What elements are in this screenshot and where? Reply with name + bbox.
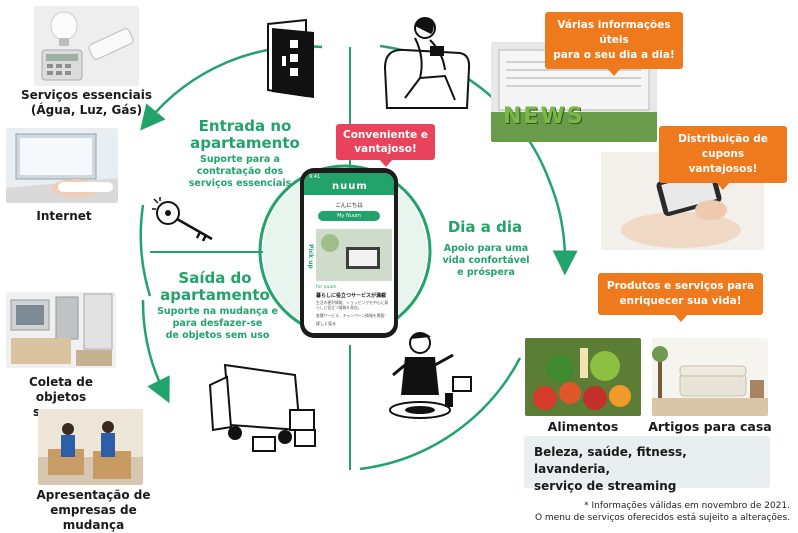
phone-app-logo: nuum [332,181,368,192]
phone-more-link[interactable]: 詳しく見る [316,321,336,326]
cycle-arc-bottom [359,357,522,471]
phone-greeting: こんにちは [335,203,363,209]
phone-mockup: 9:41 nuum こんにちは My Nuum Pick up for nuum… [300,168,398,338]
phone-article-body2: 各種サービス、キャンペーン情報を掲載！ [316,313,388,318]
moving-photo [38,409,143,485]
cooking-person-illustration [389,332,472,419]
utilities-caption: Serviços essenciais (Água, Luz, Gás) [21,88,152,117]
daily-title: Dia a dia [447,218,523,236]
key-illustration [152,197,213,242]
internet-caption: Internet [36,209,92,223]
food-caption: Alimentos [547,419,619,434]
news-word: NEWS [503,104,585,129]
moving-caption: Apresentação de empresas de mudança [36,488,151,532]
phone-pickup-label: Pick up [306,244,314,269]
collection-photo [6,292,116,368]
move-in-title: Entrada no apartamento [190,117,300,152]
home-photo [652,338,768,416]
relaxing-person-illustration [383,17,471,109]
phone-article-title: 暮らしに役立つサービスが満載 [316,293,387,299]
cycle-arc-left-top [139,204,152,297]
utilities-photo [34,6,139,86]
phone-mynuum-button[interactable]: My Nuum [318,211,380,221]
move-out-title: Saída do apartamento [160,269,270,304]
home-caption: Artigos para casa [648,419,772,434]
coupon-callout: Distribuição de cupons vantajosos! [659,126,787,190]
footnote: * Informações válidas em novembro de 202… [534,501,790,523]
daily-subtitle: Apoio para uma vida confortável e próspe… [442,243,530,278]
phone-article-body: 生活の便利情報、ショッピングを中心に暮らしに役立つ情報を発信。 [316,300,389,310]
truck-illustration [208,363,316,452]
door-illustration [267,18,314,98]
convenient-callout: Conveniente e vantajoso! [336,124,435,167]
food-photo [525,338,641,416]
move-in-subtitle: Suporte para a contratação dos serviços … [188,154,292,189]
cycle-arc-left [141,299,170,404]
info-callout: Várias informações úteis para o seu dia … [545,12,683,76]
services-box: Beleza, saúde, fitness, lavanderia, serv… [524,436,770,493]
phone-article-image [316,229,392,281]
phone-article-tag: for nuum [316,285,337,290]
move-out-subtitle: Suporte na mudança e para desfazer-se de… [157,306,278,341]
products-callout: Produtos e serviços para enriquecer sua … [598,273,763,322]
internet-photo [6,128,118,203]
phone-time: 9:41 [309,174,321,180]
